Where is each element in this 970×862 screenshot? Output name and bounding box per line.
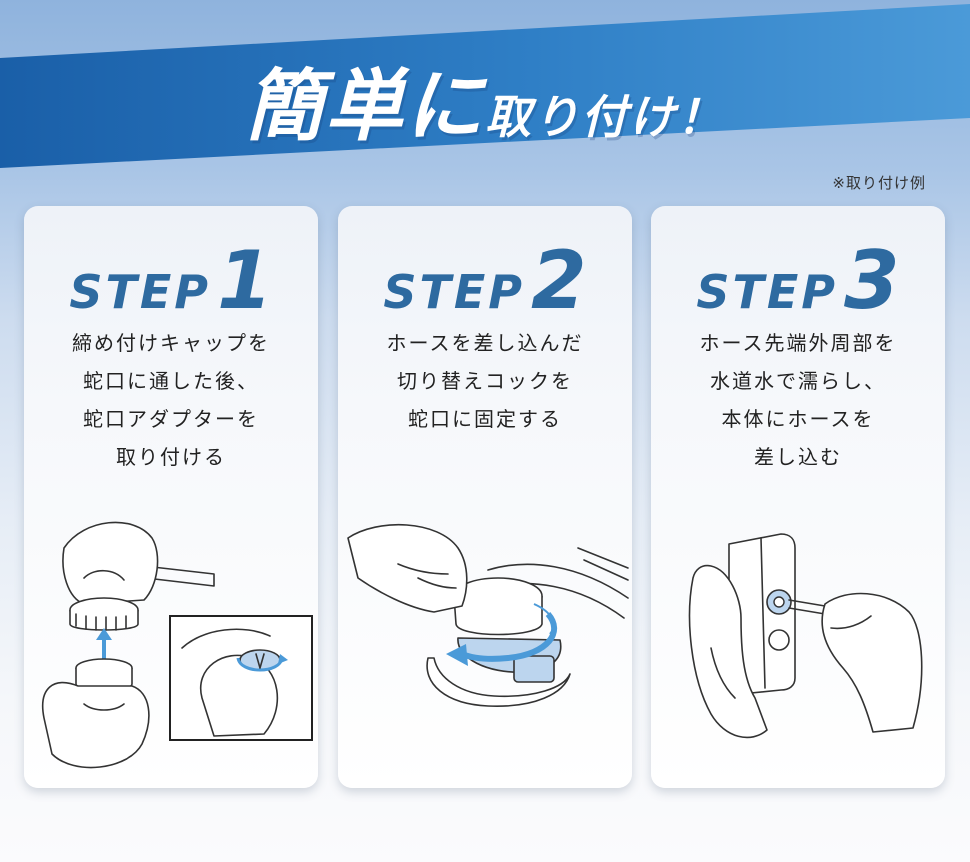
description-line: 取り付ける [116,445,226,469]
step-word: STEP [696,265,838,319]
step-word: STEP [383,265,525,319]
title-part-2: 取り付け！ [485,90,725,144]
step-description-1: 締め付けキャップを 蛇口に通した後、 蛇口アダプターを 取り付ける [24,324,318,476]
description-line: 締め付けキャップを [72,331,270,355]
step-description-2: ホースを差し込んだ 切り替えコックを 蛇口に固定する [338,324,632,438]
description-line: 蛇口アダプターを [83,407,259,431]
step-number: 3 [843,234,900,327]
step-2-illustration [338,508,632,778]
step-3-illustration [651,508,945,778]
step-heading-1: STEP1 [24,234,318,327]
description-line: 蛇口に固定する [408,407,562,431]
step-heading-3: STEP3 [651,234,945,327]
description-line: 本体にホースを [721,407,875,431]
step-number: 2 [530,234,587,327]
page-title: 簡単に取り付け！ [0,44,970,156]
description-line: ホースを差し込んだ [386,331,584,355]
step-card-3: STEP3 ホース先端外周部を 水道水で濡らし、 本体にホースを 差し込む [651,206,945,788]
description-line: ホース先端外周部を [699,331,897,355]
title-part-1: 簡単に [244,62,485,152]
step-number: 1 [216,234,273,327]
step-heading-2: STEP2 [338,234,632,327]
step-description-3: ホース先端外周部を 水道水で濡らし、 本体にホースを 差し込む [651,324,945,476]
step-card-1: STEP1 締め付けキャップを 蛇口に通した後、 蛇口アダプターを 取り付ける [24,206,318,788]
description-line: 切り替えコックを [397,369,573,393]
example-note: ※取り付け例 [832,174,926,192]
description-line: 蛇口に通した後、 [83,369,259,393]
step-word: STEP [69,265,211,319]
description-line: 差し込む [754,445,842,469]
description-line: 水道水で濡らし、 [710,369,886,393]
step-1-illustration [24,508,318,778]
step-card-2: STEP2 ホースを差し込んだ 切り替えコックを 蛇口に固定する [338,206,632,788]
